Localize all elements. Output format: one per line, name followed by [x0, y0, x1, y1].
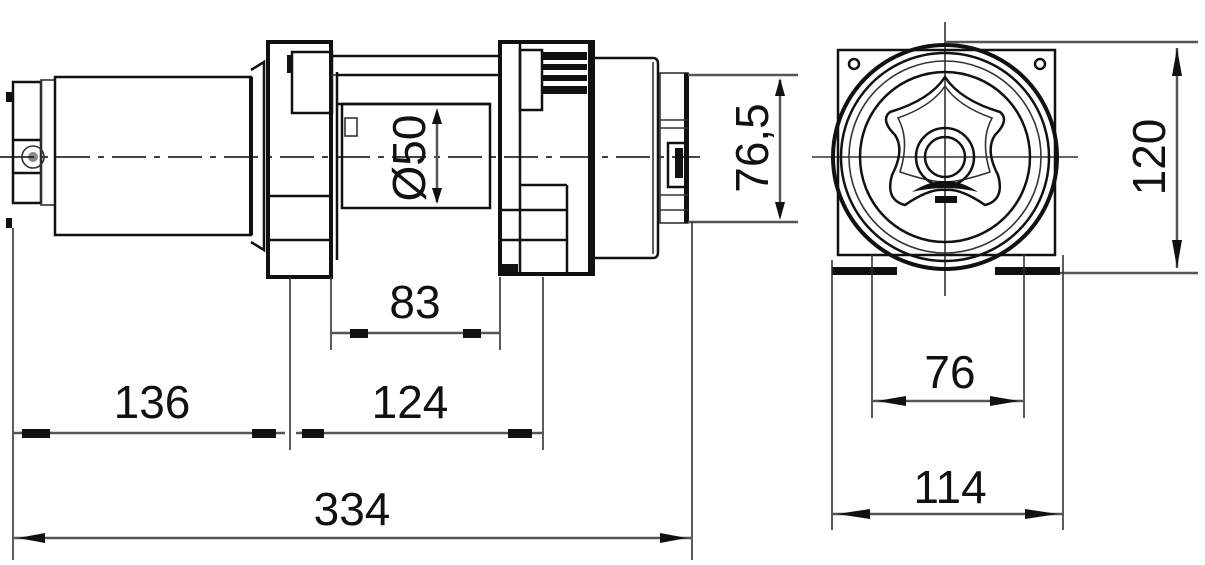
- dimension-overall-length: 334: [13, 483, 692, 543]
- left-drum-support: [266, 40, 339, 279]
- motor-end-cap: [6, 79, 56, 228]
- side-view: Ø50 76,5 83 136: [0, 40, 798, 560]
- clutch-knob-star-icon: [884, 74, 1006, 207]
- dimension-gearbox-height: 76,5: [688, 73, 798, 224]
- gearbox-outer-ring: [831, 43, 1059, 271]
- dimension-overall-height: 120: [945, 40, 1198, 275]
- hub-inner: [923, 135, 967, 179]
- hub-outer: [914, 126, 976, 188]
- dimension-drum-length: 83: [331, 276, 500, 338]
- dimension-mount-spacing-end: 76: [872, 346, 1024, 406]
- dimension-motor-length: 136: [13, 376, 285, 438]
- dimension-label-overall-height: 120: [1123, 119, 1175, 196]
- dimension-label-overall-width: 114: [913, 461, 986, 513]
- dimension-overall-width: 114: [832, 461, 1063, 519]
- gearbox-cover: [593, 56, 660, 260]
- mount-foot-left: [832, 267, 897, 275]
- dimension-label-gearbox-height: 76,5: [726, 103, 778, 193]
- dimension-label-motor-length: 136: [114, 376, 191, 428]
- clutch-assembly: [659, 72, 689, 224]
- dimension-label-mount-spacing-end: 76: [924, 346, 975, 398]
- dimension-label-drum-length: 83: [389, 276, 440, 328]
- mount-foot-right: [995, 267, 1060, 275]
- mount-hole-icon: [1033, 57, 1047, 71]
- dimension-label-mount-spacing-side: 124: [372, 376, 449, 428]
- dimension-drum-diameter: Ø50: [383, 108, 442, 204]
- end-view: 120 76 114: [812, 22, 1198, 530]
- mount-hole-icon: [847, 57, 861, 71]
- dimension-mount-spacing-side: 124: [296, 376, 543, 438]
- dimension-label-overall-length: 334: [314, 483, 391, 535]
- terminal-bolt-icon: [21, 145, 45, 169]
- dimension-label-drum-diameter: Ø50: [383, 115, 435, 202]
- gearbox-housing: [498, 40, 595, 276]
- drum: [340, 102, 492, 210]
